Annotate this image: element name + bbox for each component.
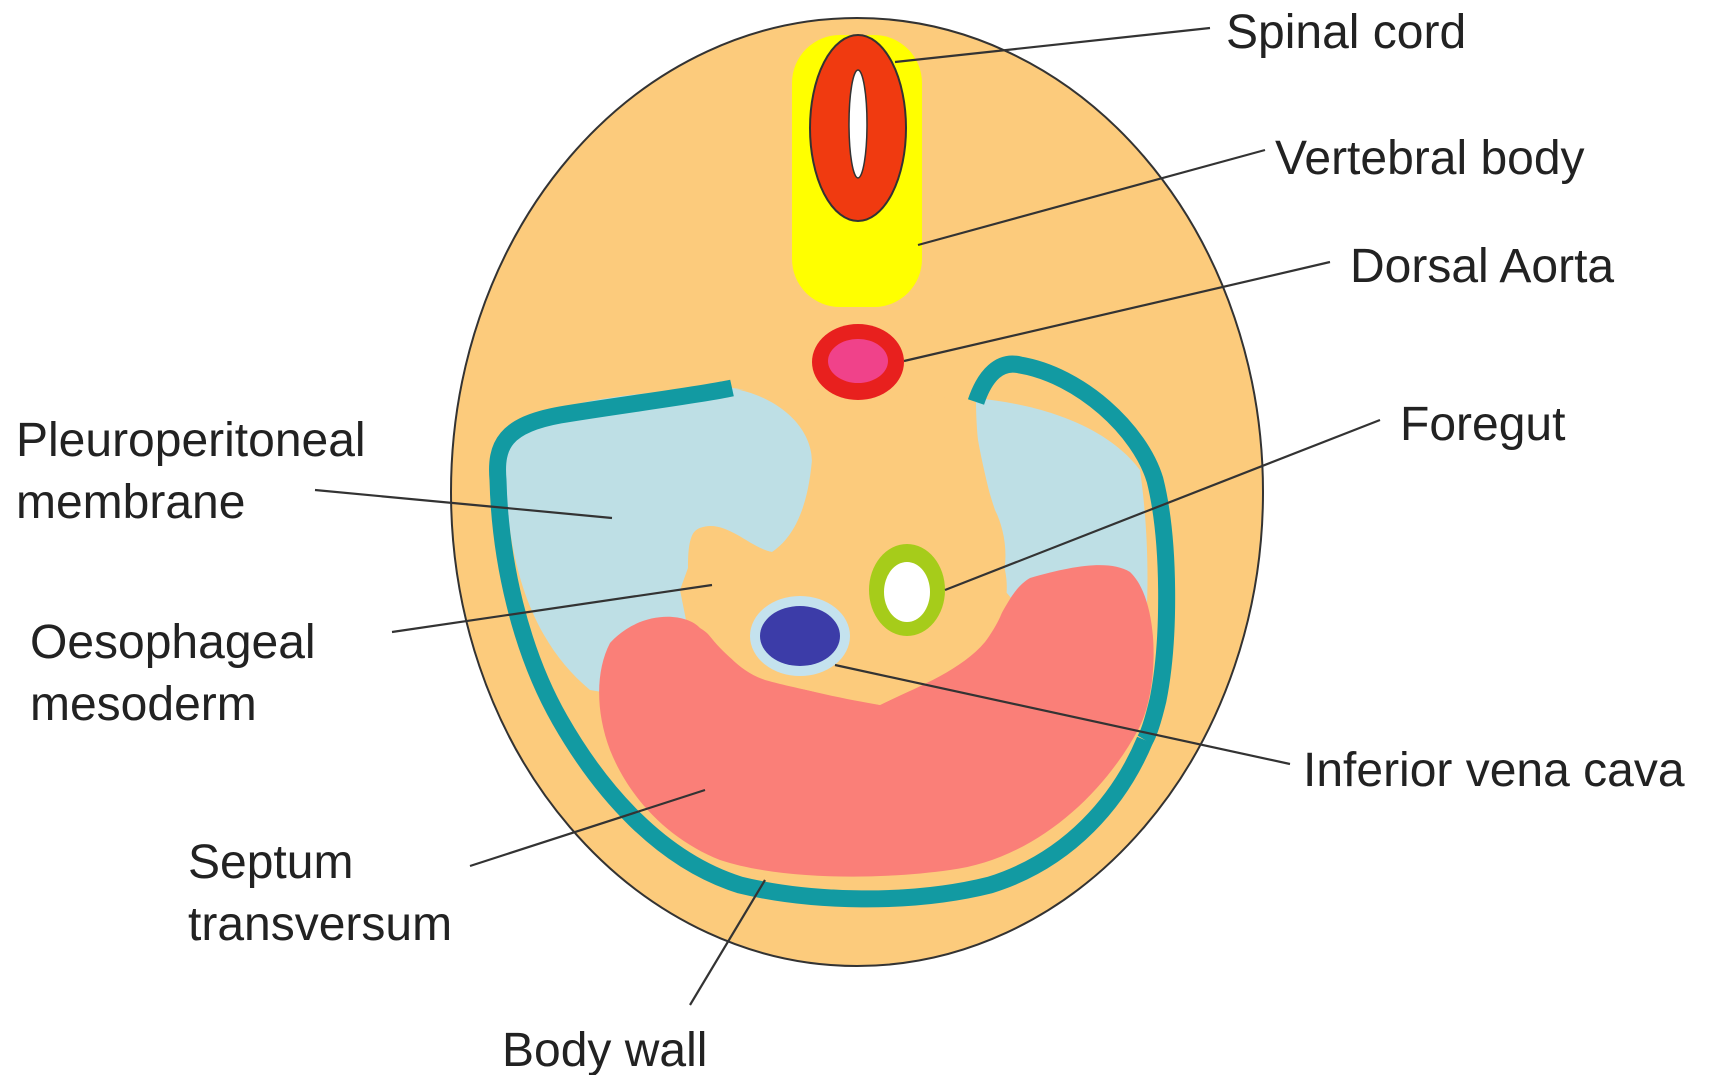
- label-foregut: Foregut: [1400, 394, 1565, 456]
- label-inferior-vena-cava: Inferior vena cava: [1303, 740, 1685, 802]
- label-dorsal-aorta: Dorsal Aorta: [1350, 236, 1614, 298]
- dorsal-aorta-lumen: [828, 339, 888, 383]
- foregut-lumen: [884, 562, 930, 622]
- label-oesophageal-mesoderm: Oesophageal mesoderm: [30, 612, 316, 736]
- label-septum-transversum: Septum transversum: [188, 832, 452, 956]
- label-pleuroperitoneal-membrane: Pleuroperitoneal membrane: [16, 410, 366, 534]
- label-spinal-cord: Spinal cord: [1226, 2, 1466, 64]
- central-canal: [849, 70, 867, 178]
- label-vertebral-body: Vertebral body: [1275, 128, 1585, 190]
- label-body-wall: Body wall: [502, 1020, 707, 1075]
- inferior-vena-cava-lumen: [760, 606, 840, 666]
